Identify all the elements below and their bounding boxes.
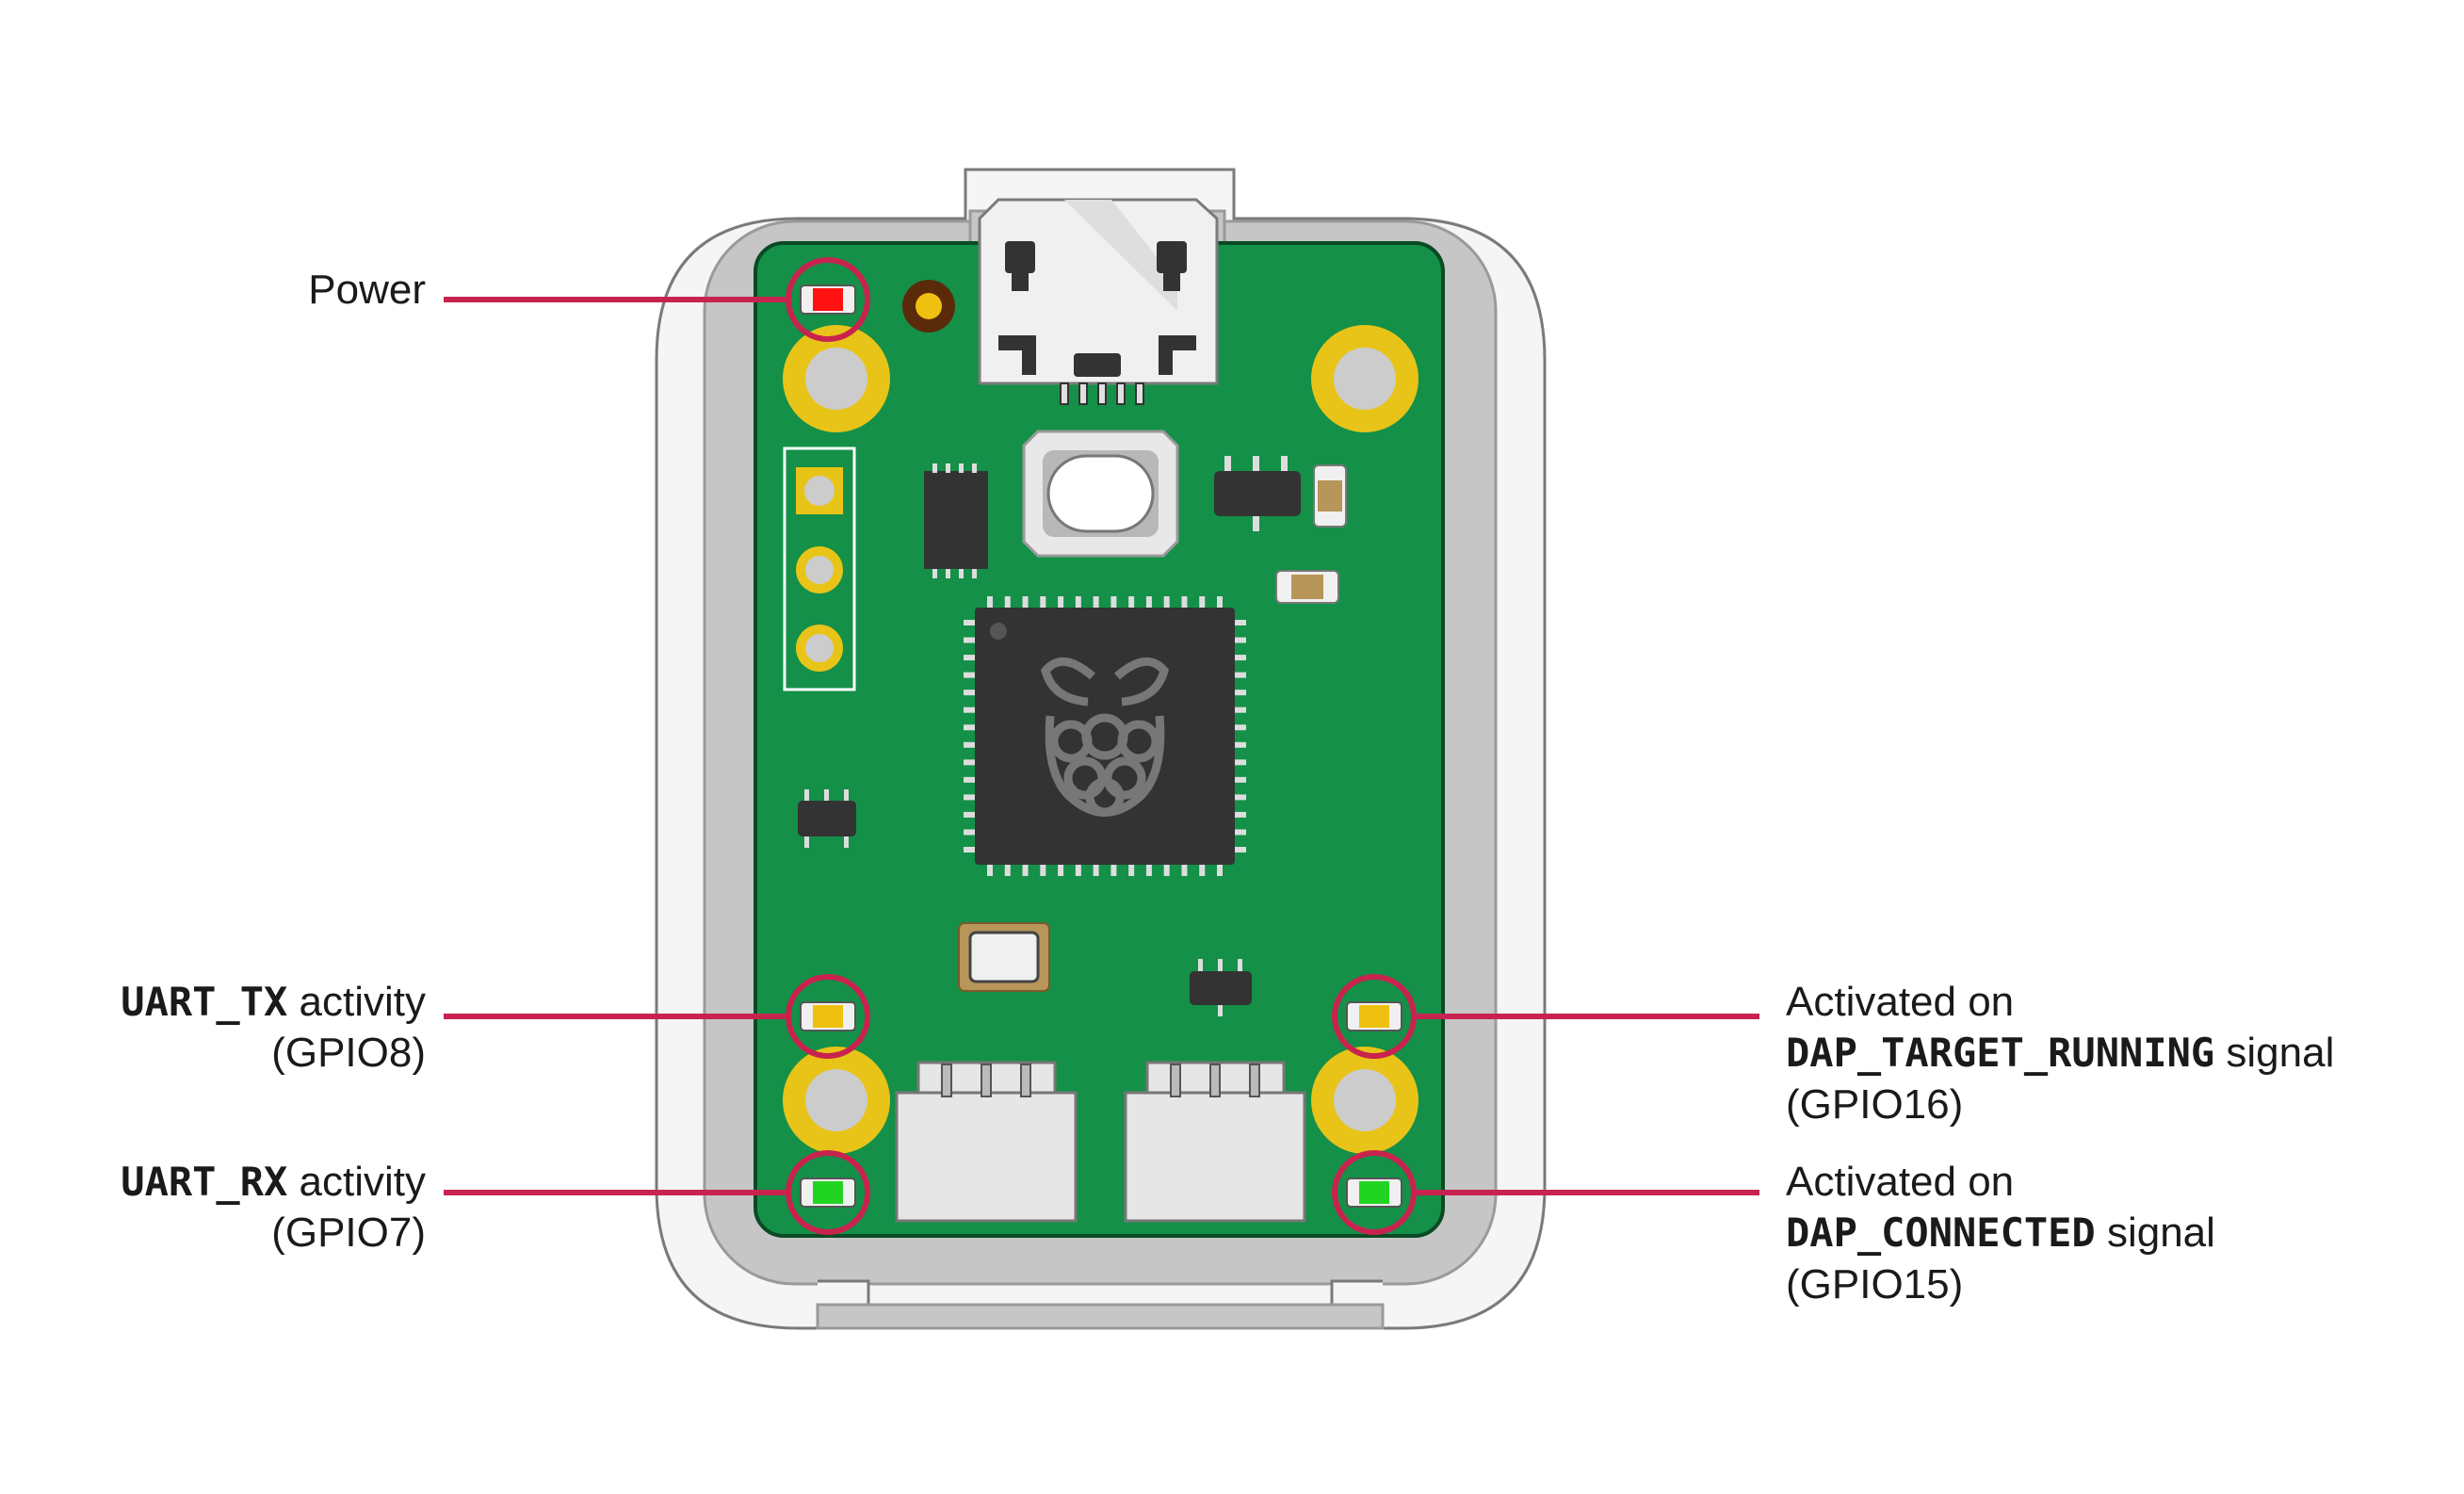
- mounting-hole-bottom-right: [1311, 1047, 1418, 1154]
- uart-rx-signal: UART_RX: [121, 1159, 287, 1205]
- regulator-chip: [1214, 456, 1301, 531]
- label-uart-tx-gpio: (GPIO8): [271, 1030, 426, 1076]
- via: [902, 280, 955, 333]
- uart-tx-signal: UART_TX: [121, 979, 287, 1025]
- label-connected-signal: DAP_CONNECTED signal: [1786, 1210, 2215, 1256]
- led-uart-rx: [800, 1177, 856, 1208]
- rp2040-microcontroller: [964, 596, 1246, 876]
- raspberry-pi-logo-icon: [1041, 657, 1169, 817]
- label-power: Power: [308, 267, 426, 313]
- mounting-hole-bottom-left: [783, 1047, 890, 1154]
- flash-chip: [924, 463, 988, 578]
- connected-suffix: signal: [2096, 1210, 2215, 1256]
- uart-rx-suffix: activity: [287, 1159, 426, 1205]
- label-uart-tx: UART_TX activity: [121, 979, 426, 1025]
- connected-signal: DAP_CONNECTED: [1786, 1210, 2096, 1256]
- uart-tx-suffix: activity: [287, 979, 426, 1025]
- micro-usb-connector: [978, 198, 1219, 405]
- label-uart-rx-gpio: (GPIO7): [271, 1210, 426, 1256]
- target-running-signal: DAP_TARGET_RUNNING: [1786, 1030, 2214, 1076]
- label-target-running-gpio: (GPIO16): [1786, 1081, 1963, 1128]
- led-uart-tx: [800, 1001, 856, 1031]
- led-target-running: [1346, 1001, 1402, 1031]
- jst-connector-debug: [1124, 1061, 1306, 1223]
- label-connected-gpio: (GPIO15): [1786, 1261, 1963, 1307]
- led-power: [800, 284, 856, 315]
- small-transistor-right: [1190, 959, 1252, 1016]
- label-connected-prefix: Activated on: [1786, 1159, 2014, 1205]
- target-running-suffix: signal: [2214, 1030, 2334, 1076]
- label-target-running-signal: DAP_TARGET_RUNNING signal: [1786, 1030, 2334, 1076]
- bootsel-button: [1022, 430, 1179, 558]
- capacitor-vertical: [1313, 464, 1347, 528]
- jst-connector-uart: [895, 1061, 1078, 1223]
- led-connected: [1346, 1177, 1402, 1208]
- three-pin-header: [783, 447, 856, 691]
- capacitor-horizontal: [1275, 570, 1339, 604]
- small-transistor-left: [798, 789, 856, 848]
- label-uart-rx: UART_RX activity: [121, 1159, 426, 1205]
- crystal-oscillator: [958, 922, 1050, 992]
- label-target-running-prefix: Activated on: [1786, 979, 2014, 1025]
- mounting-hole-top-left: [783, 325, 890, 432]
- mounting-hole-top-right: [1311, 325, 1418, 432]
